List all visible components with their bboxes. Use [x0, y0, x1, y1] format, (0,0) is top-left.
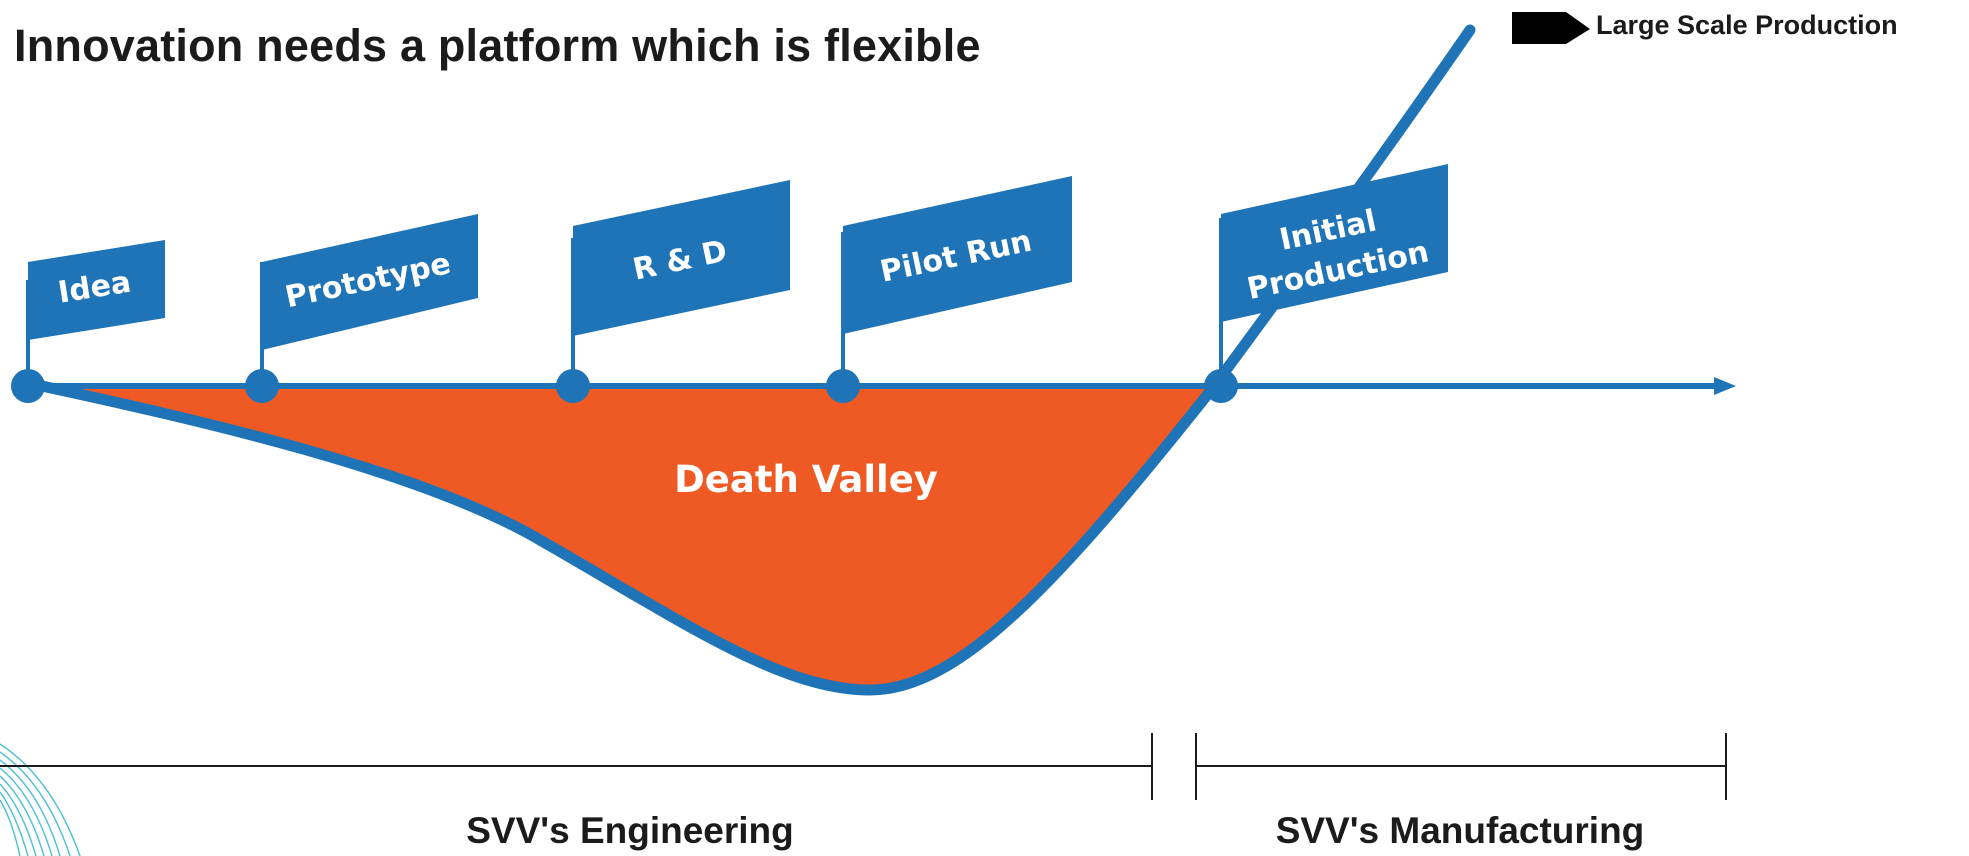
death-valley-area: [28, 383, 1212, 690]
flag-icon: [28, 164, 1448, 350]
milestone-dot-idea: [11, 369, 45, 403]
phase-brackets: [0, 733, 1727, 800]
flag-idea: [28, 240, 165, 340]
phase-manufacturing-label: SVV's Manufacturing: [1275, 810, 1645, 851]
pointer-arrow-icon: [1512, 12, 1590, 44]
phase-engineering-label: SVV's Engineering: [466, 810, 794, 851]
arrow-right-icon: [1714, 377, 1736, 395]
flag-rd: [573, 180, 790, 336]
flag-initial: [1221, 164, 1448, 322]
milestone-dot-rd: [556, 369, 590, 403]
death-valley-label: Death Valley: [674, 458, 938, 501]
swirl-decoration-icon: [0, 743, 81, 856]
milestone-dot-icon: [11, 369, 1238, 403]
flag-prototype: [262, 214, 478, 350]
flag-pilot: [843, 176, 1072, 334]
milestone-dot-prototype: [245, 369, 279, 403]
large-scale-production-label: Large Scale Production: [1596, 10, 1898, 40]
milestone-dot-initial: [1204, 369, 1238, 403]
page-title: Innovation needs a platform which is fle…: [14, 20, 981, 71]
milestone-dot-pilot: [826, 369, 860, 403]
